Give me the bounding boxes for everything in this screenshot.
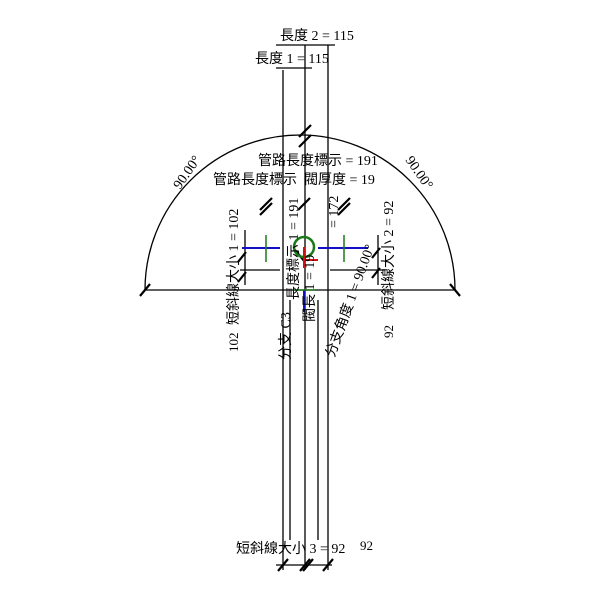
tick-size-1-extra: 102 — [226, 333, 241, 353]
bottom-dim-ticks — [277, 558, 334, 572]
length-label-1[interactable]: 長度標示 1 = 191 — [286, 198, 302, 300]
length1-label[interactable]: 長度 1 = 115 — [255, 51, 329, 67]
branch-angle-label[interactable]: 分支角度 1 = 90.00° — [323, 243, 379, 360]
angle-right-label[interactable]: 90.00° — [402, 154, 436, 193]
tick-mark — [298, 134, 312, 148]
length2-label[interactable]: 長度 2 = 115 — [280, 28, 354, 44]
branch-c3-label[interactable]: 分支 C3 — [278, 312, 294, 360]
tick-mark — [298, 124, 312, 138]
pipe-length-label-overlap: 管路長度標示 — [213, 172, 297, 188]
tick-mark — [449, 283, 461, 297]
tick-size-3-label[interactable]: 短斜線大小 3 = 92 — [236, 541, 345, 557]
tick-size-1-label[interactable]: 短斜線大小 1 = 102 — [226, 209, 242, 325]
tick-size-2-extra: 92 — [381, 325, 396, 338]
tick-size-2-label[interactable]: 短斜線大小 2 = 92 — [381, 201, 397, 310]
tick-mark — [139, 283, 151, 297]
valve-length-label[interactable]: 閥長 1 = 19 — [303, 255, 318, 322]
tick-size-3-extra: 92 — [360, 538, 373, 553]
valve-thickness-label[interactable]: 閥厚度 = 19 — [304, 172, 375, 188]
length-label-2[interactable]: = 172 — [327, 196, 342, 228]
pipe-length-label[interactable]: 管路長度標示 = 191 — [258, 153, 378, 169]
